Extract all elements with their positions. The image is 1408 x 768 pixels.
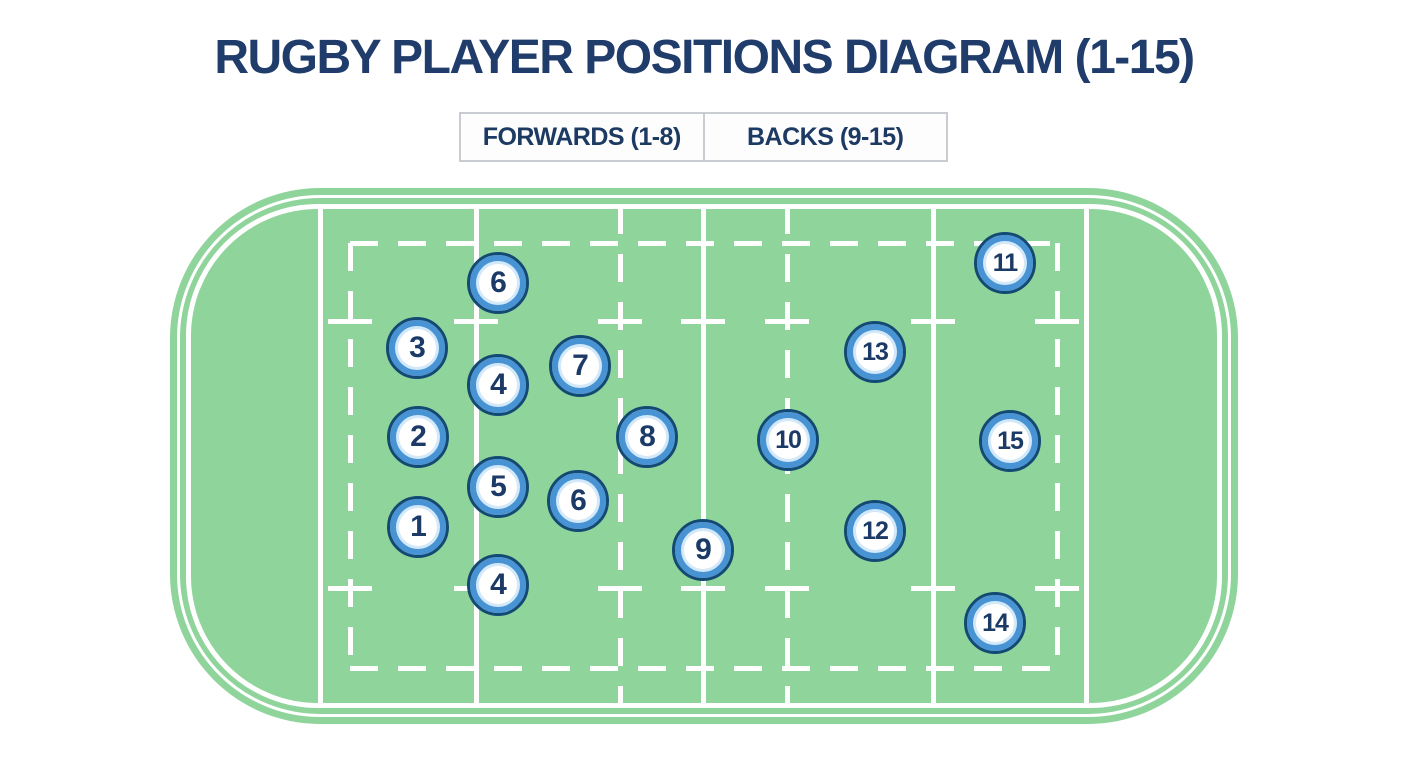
player-number: 3 [409,331,426,364]
player-number: 11 [992,248,1018,277]
player-number: 1 [410,510,427,543]
halfway-line [701,206,706,706]
player-number: 10 [775,425,802,454]
try-line-right [1084,206,1089,706]
player-number: 4 [490,368,507,401]
player-number: 13 [862,337,889,366]
page-title: RUGBY PLAYER POSITIONS DIAGRAM (1-15) [214,31,1195,84]
hash-mark [454,319,498,324]
rugby-field: 1 2 3 4 4 5 6 6 7 8 9 10 11 12 13 14 15 [170,188,1238,724]
player-number: 5 [490,470,507,503]
player-marker-12: 12 [844,500,906,562]
hash-mark [328,586,372,591]
player-number: 9 [695,533,712,566]
player-marker-10: 10 [757,409,819,471]
player-marker-5: 5 [467,456,529,518]
player-number: 7 [572,349,589,382]
player-number: 8 [639,420,656,453]
player-marker-8: 8 [616,406,678,468]
player-number: 12 [862,516,889,545]
hash-mark [681,319,725,324]
legend-forwards-label: FORWARDS (1-8) [482,122,682,151]
player-marker-6: 6 [547,470,609,532]
player-marker-13: 13 [844,321,906,383]
hash-mark [1035,319,1079,324]
five-metre-dashed-line-top [350,241,1057,246]
player-marker-11: 11 [974,232,1036,294]
hash-mark [598,586,642,591]
player-number: 14 [982,608,1009,637]
player-marker-4: 4 [467,554,529,616]
player-number: 6 [570,484,587,517]
player-number: 2 [410,420,427,453]
player-number: 4 [490,568,507,601]
hash-mark [681,586,725,591]
five-metre-dashed-line-right [1055,243,1060,668]
player-marker-14: 14 [964,592,1026,654]
legend: FORWARDS (1-8) BACKS (9-15) [459,112,948,162]
five-metre-dashed-line-left [348,243,353,668]
player-marker-15: 15 [979,410,1041,472]
hash-mark [765,586,809,591]
hash-mark [598,319,642,324]
try-line-left [318,206,323,706]
field-outer-boundary-line [177,195,1231,717]
twentytwo-line-left [474,206,479,706]
player-marker-1: 1 [387,496,449,558]
five-metre-dashed-line-bottom [350,666,1057,671]
hash-mark [911,319,955,324]
player-marker-7: 7 [549,335,611,397]
legend-backs-label: BACKS (9-15) [702,114,947,160]
player-number: 15 [997,426,1024,455]
player-number: 6 [490,266,507,299]
player-marker-2: 2 [387,406,449,468]
player-marker-6: 6 [467,252,529,314]
twentytwo-line-right [931,206,936,706]
hash-mark [765,319,809,324]
hash-mark [328,319,372,324]
hash-mark [1035,586,1079,591]
player-marker-3: 3 [386,317,448,379]
player-marker-9: 9 [672,519,734,581]
hash-mark [911,586,955,591]
ten-metre-dashed-line-left [618,206,623,706]
player-marker-4: 4 [467,354,529,416]
